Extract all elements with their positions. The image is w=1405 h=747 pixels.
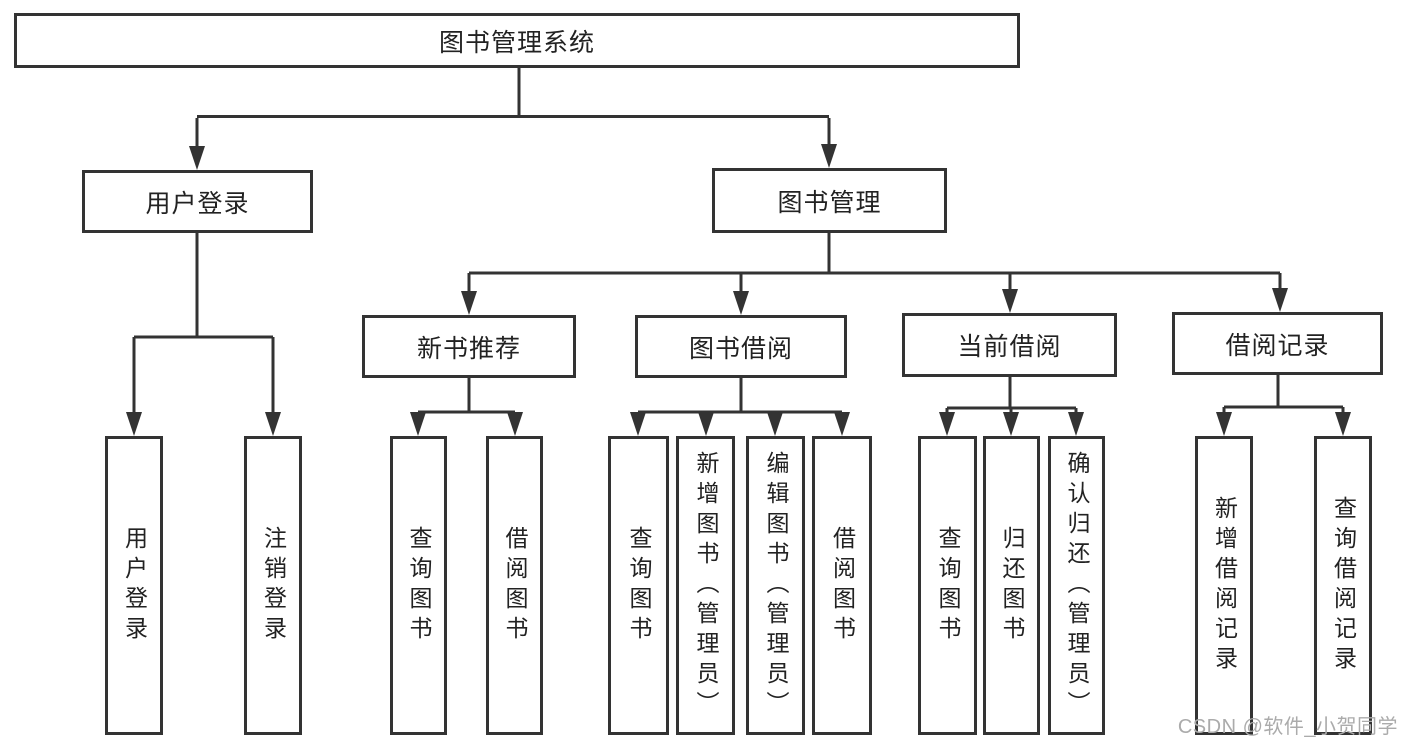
arrow-heads [126,144,1351,436]
leaf-borrow-edit-book-admin-label: 编辑图书（管理员） [763,450,789,721]
leaf-borrow-add-book-admin-label: 新增图书（管理员） [693,450,719,721]
leaf-recommend-borrow-book: 借阅图书 [486,436,543,735]
leaf-current-query-book-label: 查询图书 [935,525,961,646]
leaf-recommend-query-book: 查询图书 [390,436,447,735]
leaf-records-add-record-label: 新增借阅记录 [1211,495,1238,676]
node-book-management-label: 图书管理 [777,188,882,217]
leaf-records-query-record-label: 查询借阅记录 [1330,495,1357,676]
leaf-borrow-borrow-book: 借阅图书 [812,436,872,735]
leaf-borrow-borrow-book-label: 借阅图书 [829,525,856,646]
leaf-current-confirm-return-admin: 确认归还（管理员） [1048,436,1105,735]
node-new-book-recommend: 新书推荐 [362,315,576,378]
leaf-records-add-record: 新增借阅记录 [1195,436,1253,735]
leaf-current-query-book: 查询图书 [918,436,977,735]
node-root-label: 图书管理系统 [438,28,595,57]
leaf-borrow-add-book-admin: 新增图书（管理员） [676,436,735,735]
leaf-current-return-book: 归还图书 [983,436,1040,735]
node-user-login: 用户登录 [82,170,313,233]
node-current-borrow-label: 当前借阅 [957,333,1062,361]
node-borrow-records-label: 借阅记录 [1225,331,1330,360]
leaf-borrow-edit-book-admin: 编辑图书（管理员） [746,436,805,735]
leaf-current-return-book-label: 归还图书 [999,525,1025,646]
leaf-logout-login: 注销登录 [244,436,302,735]
node-user-login-label: 用户登录 [145,189,250,218]
leaf-records-query-record: 查询借阅记录 [1314,436,1372,735]
node-root: 图书管理系统 [14,13,1020,68]
leaf-borrow-query-book: 查询图书 [608,436,669,735]
leaf-logout-login-label: 注销登录 [260,525,287,646]
node-book-borrow-label: 图书借阅 [688,334,793,363]
leaf-recommend-query-book-label: 查询图书 [406,525,432,646]
leaf-borrow-query-book-label: 查询图书 [626,525,652,646]
node-new-book-recommend-label: 新书推荐 [416,334,521,363]
node-book-management: 图书管理 [712,168,947,233]
leaf-user-login-label: 用户登录 [121,525,148,646]
node-book-borrow: 图书借阅 [635,315,847,378]
node-borrow-records: 借阅记录 [1172,312,1383,375]
watermark: CSDN @软件_小贺同学 [1177,716,1398,738]
leaf-recommend-borrow-book-label: 借阅图书 [502,525,528,646]
leaf-current-confirm-return-admin-label: 确认归还（管理员） [1064,450,1090,721]
node-current-borrow: 当前借阅 [902,313,1117,377]
leaf-user-login: 用户登录 [105,436,163,735]
